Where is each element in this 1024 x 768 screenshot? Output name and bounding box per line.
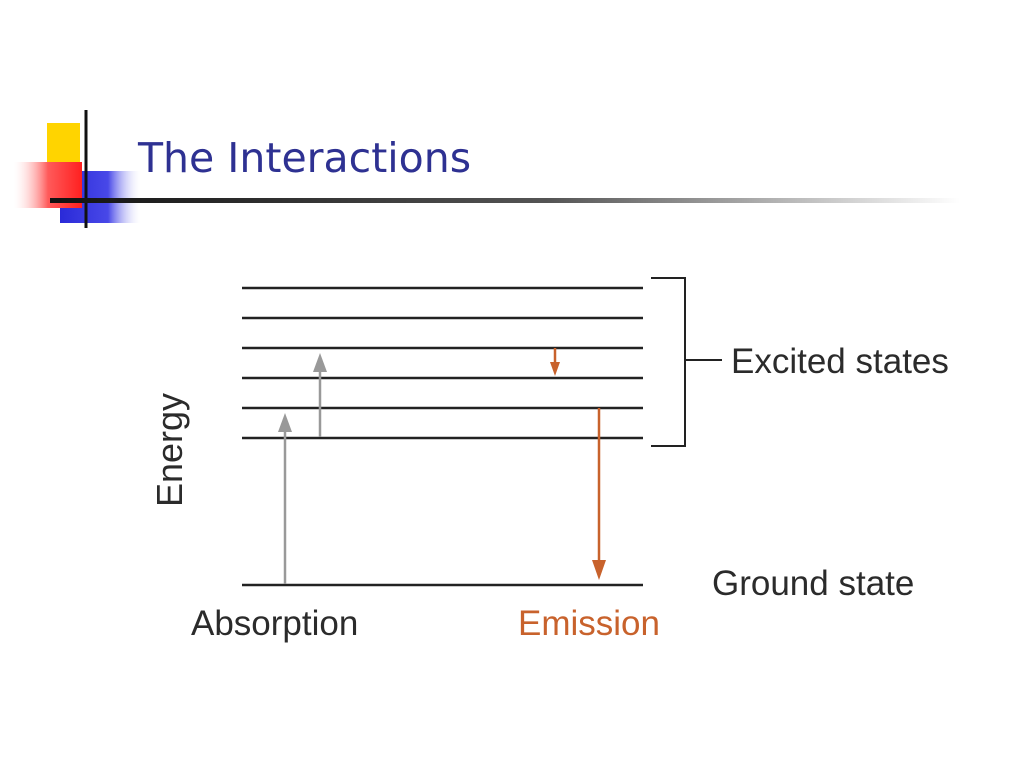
excited-states-bracket	[651, 277, 686, 447]
emission-label: Emission	[518, 604, 660, 643]
emission-arrow-large	[592, 408, 606, 580]
logo-yellow-square	[47, 123, 80, 168]
title-underline	[50, 198, 960, 203]
energy-axis-label: Energy	[149, 393, 190, 507]
absorption-label: Absorption	[191, 604, 358, 643]
slide-title: The Interactions	[138, 134, 472, 182]
absorption-arrow-small	[313, 353, 327, 437]
ground-state-label: Ground state	[712, 564, 914, 603]
excited-states-label: Excited states	[731, 342, 949, 381]
emission-arrow-small	[550, 348, 560, 376]
absorption-arrow-large	[278, 413, 292, 584]
